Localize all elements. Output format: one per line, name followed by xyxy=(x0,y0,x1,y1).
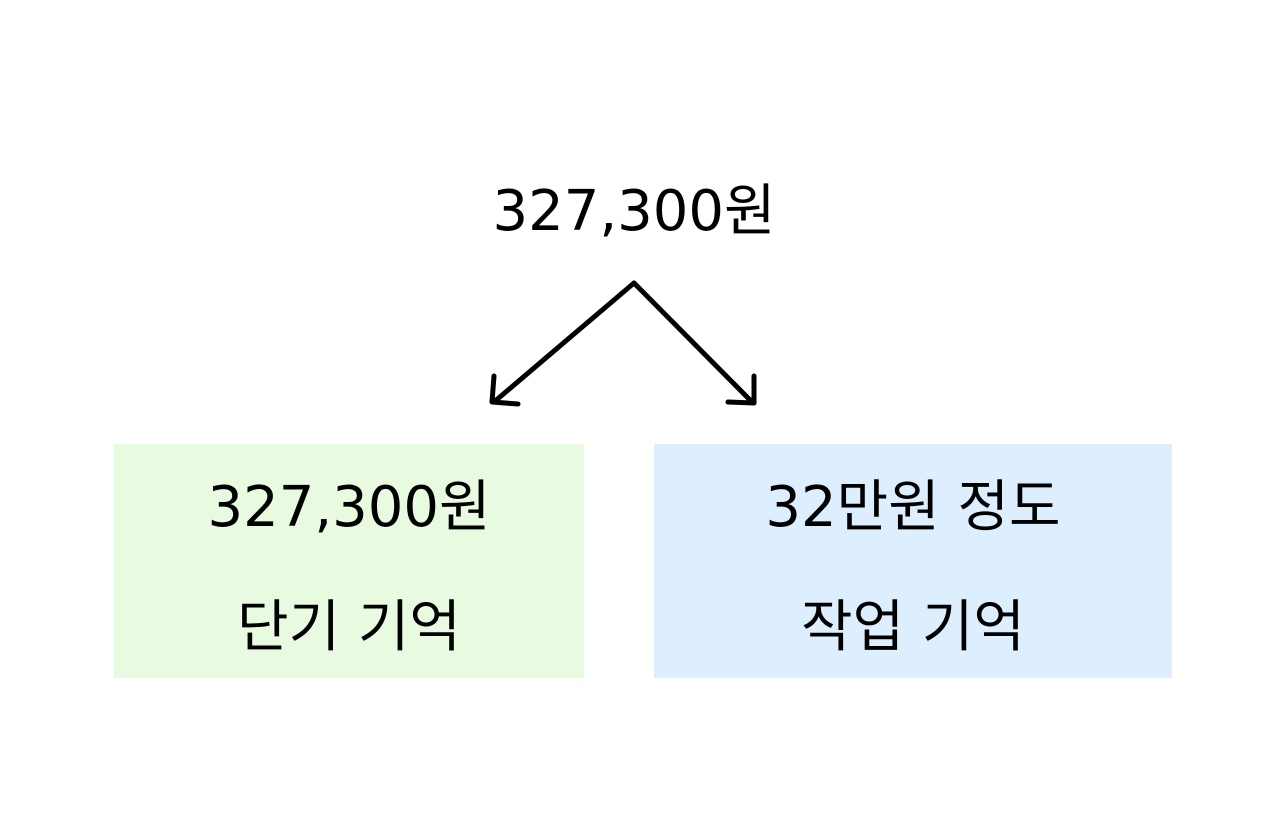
short-term-memory-value: 327,300원 xyxy=(207,475,491,540)
short-term-memory-caption: 단기 기억 xyxy=(237,595,461,660)
arrow-to-short-term-memory xyxy=(491,280,637,405)
working-memory-caption: 작업 기억 xyxy=(801,595,1025,660)
arrow-to-working-memory xyxy=(631,280,755,405)
working-memory-box: 32만원 정도 작업 기억 xyxy=(654,444,1172,678)
working-memory-value: 32만원 정도 xyxy=(765,475,1061,540)
arrow-head-left xyxy=(489,373,521,407)
short-term-memory-box: 327,300원 단기 기억 xyxy=(114,444,584,678)
arrow-head-right xyxy=(725,373,757,406)
source-amount-label: 327,300원 xyxy=(492,179,776,244)
